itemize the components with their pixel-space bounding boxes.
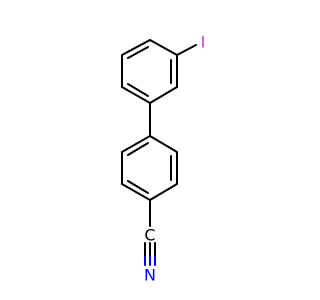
bond-lines [121, 39, 197, 227]
molecule-structure: I C N [121, 33, 206, 285]
structure-canvas: I C N [121, 33, 206, 285]
double-bond-inner [127, 180, 149, 194]
bond [149, 86, 178, 104]
atom-label-carbon: C [144, 226, 155, 245]
bond [121, 86, 151, 104]
bond [149, 183, 178, 201]
atom-label-nitrogen: N [144, 266, 156, 285]
bond [121, 135, 151, 153]
bond-c-i [176, 44, 197, 56]
bond [149, 135, 178, 153]
bond [121, 183, 151, 201]
double-bond-inner [127, 83, 149, 97]
triple-bond [144, 242, 156, 266]
bond [121, 39, 151, 56]
bond [149, 39, 178, 56]
atom-label-iodine: I [201, 33, 206, 52]
double-bond-inner [127, 142, 149, 156]
double-bond-inner [127, 46, 149, 59]
